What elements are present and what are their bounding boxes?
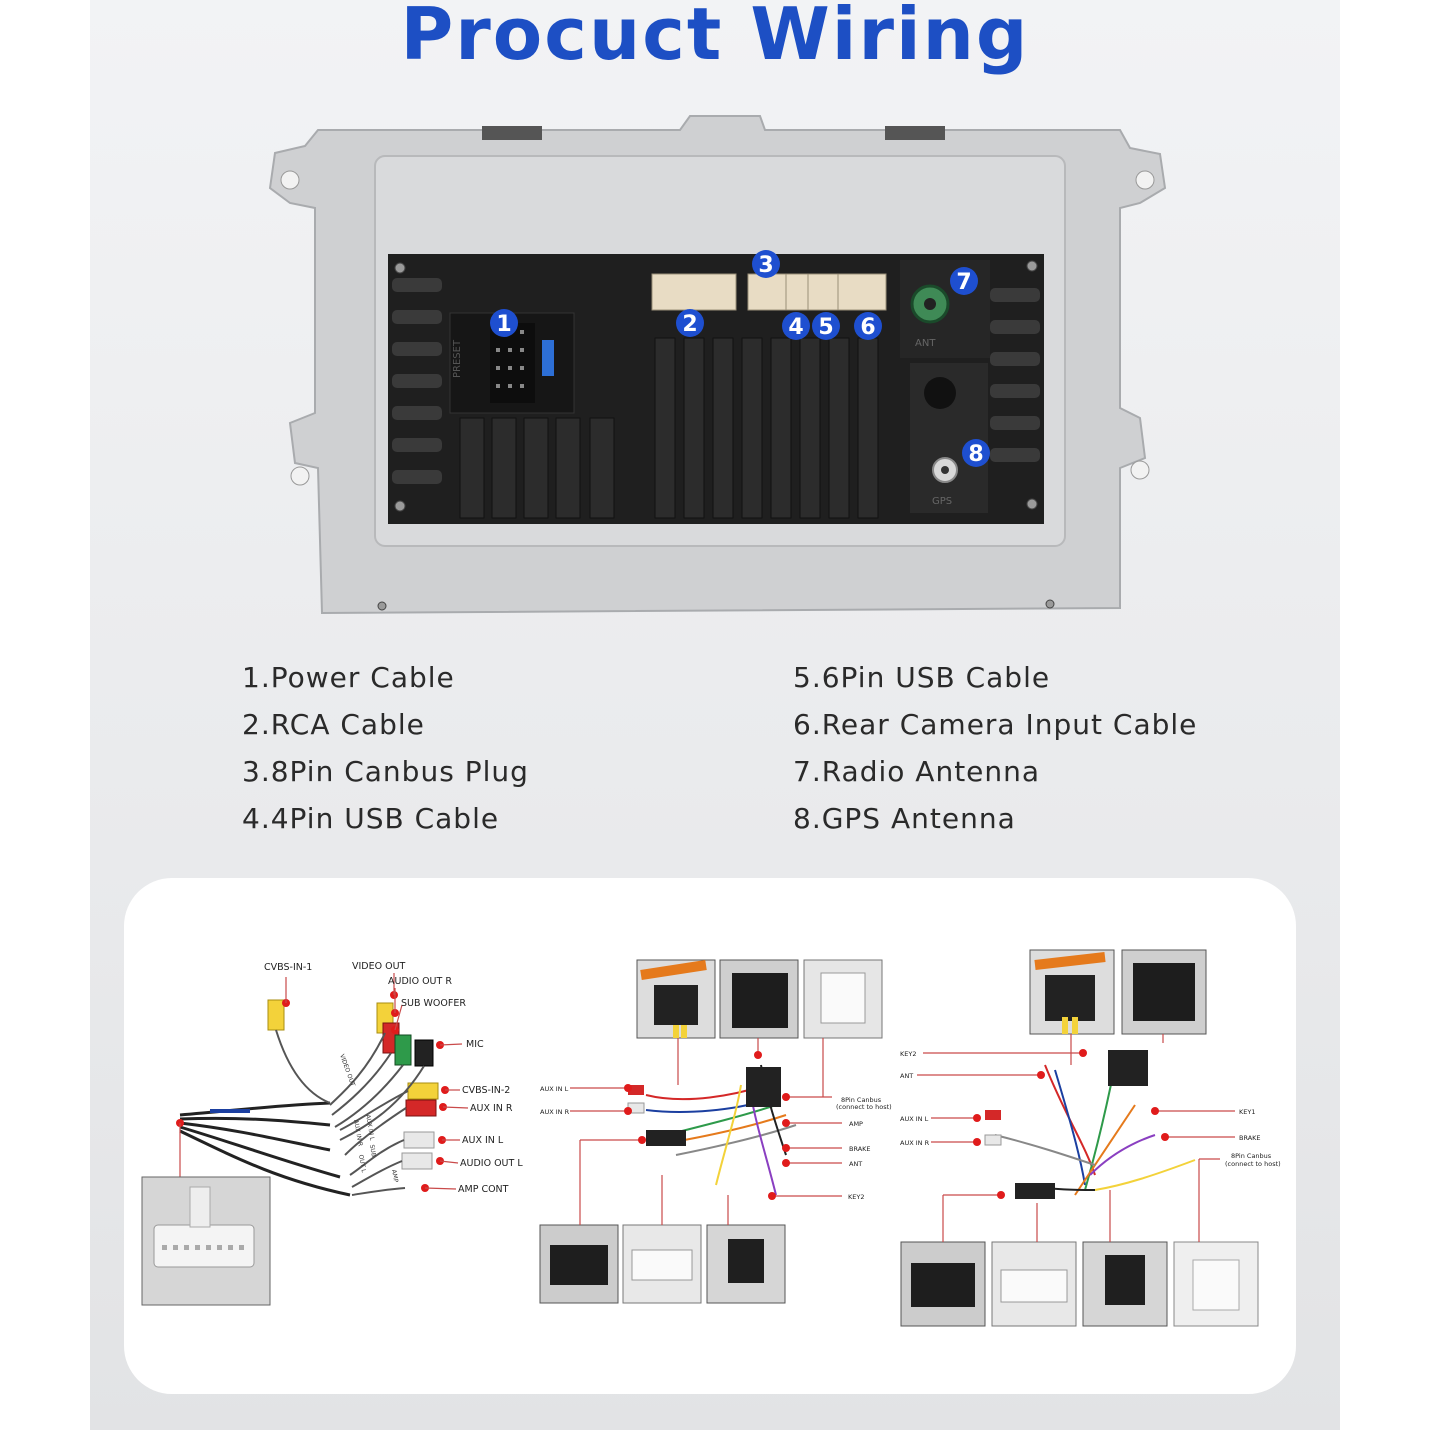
- legend-right: 5.6Pin USB Cable 6.Rear Camera Input Cab…: [793, 654, 1197, 842]
- marker-6-circle: [854, 312, 882, 340]
- rca-tag-sub: SUB: [368, 1144, 377, 1157]
- h2-label-key2: KEY2: [848, 1193, 864, 1201]
- gps-label: GPS: [932, 496, 952, 507]
- h3-label-connect-to-host: (connect to host): [1225, 1160, 1281, 1168]
- h2-label-aux-in-l: AUX IN L: [540, 1085, 569, 1093]
- legend-item-5: 5.6Pin USB Cable: [793, 661, 1051, 694]
- rca-connector: [651, 273, 737, 311]
- legend-item-7: 7.Radio Antenna: [793, 755, 1041, 788]
- canbus-connector: [747, 273, 887, 311]
- rca-label-aux-in-r: AUX IN R: [470, 1103, 513, 1114]
- marker-7-circle: [950, 267, 978, 295]
- marker-3-circle: [752, 250, 780, 278]
- rca-tag-out-l: OUT L: [357, 1154, 367, 1174]
- ant-label: ANT: [915, 338, 936, 349]
- h2-label-amp: AMP: [849, 1120, 863, 1128]
- canbus-harness-diagram-2: KEY2 ANT AUX IN L AUX IN R KEY1 BRAKE 8P…: [900, 949, 1281, 1327]
- h3-label-8pin-canbus: 8Pin Canbus: [1231, 1152, 1272, 1160]
- h3-label-ant: ANT: [900, 1072, 913, 1080]
- marker-4-circle: [782, 312, 810, 340]
- rca-tag-aux-in-r: AUX IN R: [352, 1119, 364, 1147]
- marker-6: 6: [860, 315, 875, 340]
- marker-3: 3: [758, 253, 773, 278]
- marker-group: 1 2 3 4 5 6 7 8: [490, 250, 990, 467]
- legend-item-2: 2.RCA Cable: [242, 708, 425, 741]
- rca-tag-aux-in-l: AUX IN L: [364, 1114, 376, 1141]
- marker-4: 4: [788, 315, 803, 340]
- marker-5: 5: [818, 315, 833, 340]
- rca-harness-diagram: CVBS-IN-1 VIDEO OUT AUDIO OUT R SUB WOOF…: [141, 961, 523, 1306]
- h2-label-connect-to-host: (connect to host): [836, 1103, 892, 1111]
- h3-label-brake: BRAKE: [1239, 1134, 1261, 1142]
- rca-label-audio-out-l: AUDIO OUT L: [460, 1158, 523, 1169]
- marker-8: 8: [968, 442, 983, 467]
- marker-7: 7: [956, 270, 971, 295]
- rca-label-cvbs-in-1: CVBS-IN-1: [264, 962, 312, 973]
- marker-2: 2: [682, 312, 697, 337]
- rca-label-amp-cont: AMP CONT: [458, 1184, 509, 1195]
- marker-1-circle: [490, 309, 518, 337]
- legend-item-8: 8.GPS Antenna: [793, 802, 1016, 835]
- marker-2-circle: [676, 309, 704, 337]
- preset-label: PRESET: [452, 339, 463, 378]
- legend-item-1: 1.Power Cable: [242, 661, 455, 694]
- marker-5-circle: [812, 312, 840, 340]
- marker-8-circle: [962, 439, 990, 467]
- marker-1: 1: [496, 312, 511, 337]
- h2-label-brake: BRAKE: [849, 1145, 871, 1153]
- head-unit-rear-view: PRESET ANT GPS 1 2 3 4 5 6 7 8: [268, 115, 1167, 615]
- rca-label-mic: MIC: [466, 1039, 484, 1050]
- rca-label-sub-woofer: SUB WOOFER: [401, 998, 466, 1009]
- h3-label-aux-in-l: AUX IN L: [900, 1115, 929, 1123]
- rca-tag-video-out: VIDEO OUT: [338, 1053, 356, 1087]
- page-title: Procuct Wiring: [400, 0, 1030, 76]
- h3-label-aux-in-r: AUX IN R: [900, 1139, 930, 1147]
- legend-item-3: 3.8Pin Canbus Plug: [242, 755, 529, 788]
- h2-label-8pin-canbus: 8Pin Canbus: [841, 1096, 882, 1104]
- legend-item-4: 4.4Pin USB Cable: [242, 802, 500, 835]
- rca-tag-amp: AMP: [390, 1169, 399, 1183]
- h2-label-ant: ANT: [849, 1160, 862, 1168]
- h3-label-key2: KEY2: [900, 1050, 916, 1058]
- rca-label-aux-in-l: AUX IN L: [462, 1135, 504, 1146]
- legend-left: 1.Power Cable 2.RCA Cable 3.8Pin Canbus …: [242, 654, 529, 842]
- legend-item-6: 6.Rear Camera Input Cable: [793, 708, 1198, 741]
- canbus-harness-diagram-1: AUX IN L AUX IN R 8Pin Canbus (connect t…: [539, 959, 892, 1304]
- rca-label-video-out: VIDEO OUT: [352, 961, 406, 972]
- h2-label-aux-in-r: AUX IN R: [540, 1108, 570, 1116]
- h3-label-key1: KEY1: [1239, 1108, 1255, 1116]
- rca-label-cvbs-in-2: CVBS-IN-2: [462, 1085, 510, 1096]
- rca-label-audio-out-r: AUDIO OUT R: [388, 976, 452, 987]
